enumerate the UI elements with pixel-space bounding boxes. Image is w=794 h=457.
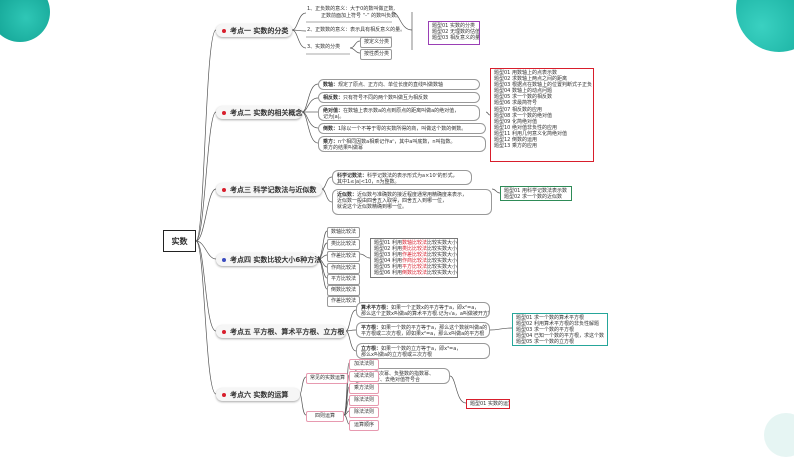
four-operations-node[interactable]: 四则运算 (306, 411, 344, 422)
question-item: 题型02 求数轴上两点之间的距离 (494, 76, 567, 83)
concept-number-line: 数轴：规定了原点、正方向、单位长度的直线叫做数轴 (318, 79, 480, 90)
topic-2-label: 考点二 实数的相关概念 (230, 108, 303, 117)
topic-1-node[interactable]: 考点一 实数的分类 (216, 24, 292, 37)
question-item: 题型06 求最简符号 (494, 100, 537, 107)
question-item: 题型03 求一个数的平方根 (516, 327, 574, 334)
topic-2-questions: 题型01 用数轴上的点表示数 题型02 求数轴上两点之间的距离 题型03 根据点… (490, 68, 594, 162)
topic-1-note-2: 2、正数数的意义：表示具有相反意义的量。 (307, 27, 406, 33)
topic-2-node[interactable]: 考点二 实数的相关概念 (216, 106, 302, 119)
method-5[interactable]: 平方比较法 (327, 274, 360, 285)
operation-rule-4[interactable]: 除法法则 (349, 395, 379, 406)
concept-opposite-number: 相反数：只有符号不同的两个数叫做互为相反数 (318, 92, 480, 103)
question-item: 题型01 利用数轴比较法比较实数大小 (374, 240, 457, 246)
method-7[interactable]: 作差比较法 (327, 296, 360, 307)
bullet-dot-icon (222, 329, 226, 334)
concept-square-root: 平方根：如果一个数的平方等于a，那么这个数就叫做a的 平方根或二次方根，即如果x… (356, 322, 490, 338)
question-item: 题型05 求一个数的立方根 (516, 339, 574, 346)
question-item: 题型02 求一个数的近似数 (504, 194, 562, 201)
question-item: 题型03 相反意义的量 (432, 35, 480, 42)
question-item: 题型01 实数的运算 (470, 401, 510, 407)
question-item: 题型11 利用几何意义化简绝对值 (494, 130, 567, 137)
operation-rule-5[interactable]: 除法法则 (349, 407, 379, 418)
topic-6-node[interactable]: 考点六 实数的运算 (216, 388, 300, 401)
operation-rule-3[interactable]: 乘方法则 (349, 383, 379, 394)
question-item: 题型04 利用作商比较法比较实数大小 (374, 258, 457, 265)
bullet-dot-icon (222, 28, 226, 33)
question-item: 题型01 求一个数的算术平方根 (516, 315, 584, 321)
bullet-dot-icon (222, 392, 226, 397)
method-2[interactable]: 类比比较法 (327, 239, 360, 250)
question-item: 题型04 已知一个数的平方根，求这个数 (516, 333, 604, 340)
question-item: 题型01 用科学记数法表示数 (504, 188, 567, 194)
topic-4-questions: 题型01 利用数轴比较法比较实数大小 题型02 利用类比比较法比较实数大小 题型… (370, 238, 458, 278)
topic-3-questions: 题型01 用科学记数法表示数 题型02 求一个数的近似数 (500, 186, 572, 201)
concept-scientific-notation: 科学记数法：科学记数法的表示形式为a×10ⁿ的形式， 其中1≤|a|<10，n为… (332, 170, 472, 185)
question-item: 题型13 乘方的应用 (494, 143, 537, 150)
question-item: 题型09 化简绝对值 (494, 118, 537, 125)
question-item: 题型05 利用平方比较法比较实数大小 (374, 264, 457, 271)
concept-cube-root: 立方根：如果一个数的立方等于a，即x³=a， 那么x叫做a的立方根或三次方根 (356, 343, 490, 359)
method-4[interactable]: 作商比较法 (327, 263, 360, 274)
question-item: 题型02 无理数的估值 (432, 29, 480, 36)
topic-1-sub-1[interactable]: 按定义分类 (360, 37, 392, 48)
question-item: 题型03 利用作差比较法比较实数大小 (374, 252, 457, 259)
operation-rule-6[interactable]: 运算顺序 (349, 420, 379, 431)
bullet-dot-icon (222, 187, 226, 192)
topic-1-label: 考点一 实数的分类 (230, 26, 289, 35)
method-3[interactable]: 作差比较法 (327, 251, 360, 262)
topic-6-label: 考点六 实数的运算 (230, 390, 289, 399)
question-item: 题型02 利用算术平方根的非负性解题 (516, 321, 599, 328)
concept-reciprocal: 倒数：1除以一个不等于零的实数所得的商，叫做这个数的倒数。 (318, 123, 486, 134)
operation-rule-2[interactable]: 减法法则 (349, 371, 379, 382)
connector-lines (195, 11, 513, 425)
question-item: 题型07 相反数的应用 (494, 106, 542, 113)
common-operations-node[interactable]: 常见的实数运算 (306, 373, 348, 384)
method-6[interactable]: 倒数比较法 (327, 285, 360, 296)
topic-1-note-1: 1、正负数的意义：大于0的数叫做正数, 正数前面加上符号 “-” 的数叫负数。 (307, 6, 402, 19)
question-item: 题型04 数轴上的动点问题 (494, 88, 552, 95)
question-item: 题型02 利用类比比较法比较实数大小 (374, 246, 457, 253)
question-item: 题型03 根据点在数轴上的位置判断式子正负 (494, 82, 592, 89)
topic-1-sub-2[interactable]: 按性质分类 (360, 49, 392, 60)
root-node[interactable]: 实数 (163, 230, 196, 252)
concept-power: 乘方：n个相同因数a相乘记作aⁿ，其中a叫底数，n叫指数。 乘方的结果叫做幂 (318, 136, 486, 152)
concept-absolute-value: 绝对值：在数轴上表示数a的点到原点的距离叫做a的绝对值， 记为|a|。 (318, 105, 480, 121)
question-item: 题型08 求一个数的绝对值 (494, 112, 552, 119)
concept-arithmetic-square-root: 算术平方根：如果一个正数x的平方等于a，即x²=a， 那么这个正数x叫做a的算术… (356, 302, 490, 318)
bullet-dot-icon (222, 257, 226, 262)
question-item: 题型10 绝对值非负性的应用 (494, 124, 557, 131)
concept-approximate-number: 近似数：近似数与准确数的接近程度通常用精确度来表示， 近似数一般由四舍五入取得，… (332, 189, 492, 215)
question-item: 题型01 用数轴上的点表示数 (494, 70, 557, 76)
topic-3-label: 考点三 科学记数法与近似数 (230, 185, 317, 194)
question-item: 题型12 倒数的运用 (494, 137, 537, 144)
topic-1-questions: 题型01 实数的分类 题型02 无理数的估值 题型03 相反意义的量 (428, 21, 480, 45)
operation-rule-1[interactable]: 加法法则 (349, 359, 379, 370)
topic-5-node[interactable]: 考点五 平方根、算术平方根、立方根 (216, 325, 346, 338)
bullet-dot-icon (222, 110, 226, 115)
method-1[interactable]: 数轴比较法 (327, 227, 360, 238)
topic-4-label: 考点四 实数比较大小6种方法 (230, 255, 322, 264)
topic-3-node[interactable]: 考点三 科学记数法与近似数 (216, 183, 322, 196)
question-item: 题型05 求一个数的相反数 (494, 94, 552, 101)
topic-5-questions: 题型01 求一个数的算术平方根 题型02 利用算术平方根的非负性解题 题型03 … (512, 313, 608, 346)
topic-4-node[interactable]: 考点四 实数比较大小6种方法 (216, 253, 322, 266)
topic-1-note-3: 3、实数的分类 (307, 44, 341, 50)
question-item: 题型06 利用倒数比较法比较实数大小 (374, 270, 457, 277)
topic-6-questions: 题型01 实数的运算 (466, 399, 510, 409)
question-item: 题型01 实数的分类 (432, 23, 475, 29)
topic-5-label: 考点五 平方根、算术平方根、立方根 (230, 327, 345, 336)
